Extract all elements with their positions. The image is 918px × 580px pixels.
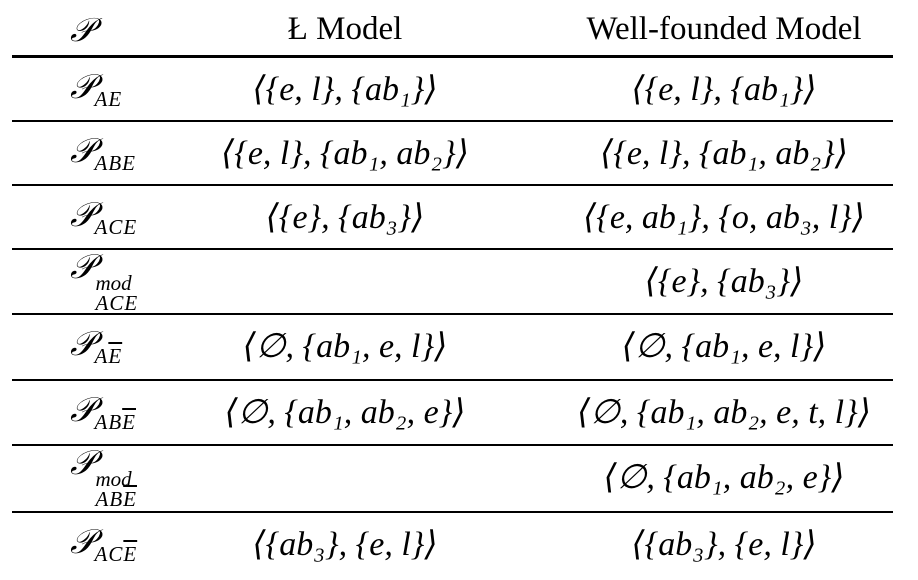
table-row: 𝒫ABE ⟨{e, l}, {ab₁, ab₂}⟩ ⟨{e, l}, {ab₁,…	[12, 122, 893, 186]
program-name: 𝒫AE	[70, 67, 123, 111]
models-table: 𝒫 Ł Model Well-founded Model 𝒫AE ⟨{e, l}…	[12, 0, 893, 565]
wf-model-value: ⟨{e, ab₁}, {o, ab₃, l}⟩	[582, 199, 866, 236]
row-divider	[12, 313, 893, 315]
program-name: 𝒫AE	[70, 324, 123, 368]
top-rule	[12, 55, 893, 58]
row-divider	[12, 444, 893, 446]
wf-model-value: ⟨{e}, {ab₃}⟩	[644, 263, 804, 300]
row-divider	[12, 184, 893, 186]
l-model-value: ⟨{e, l}, {ab₁}⟩	[252, 71, 438, 108]
table-header-row: 𝒫 Ł Model Well-founded Model	[12, 0, 893, 56]
l-model-value: ⟨{e}, {ab₃}⟩	[265, 199, 425, 236]
program-name: 𝒫ABE	[70, 131, 136, 175]
table-row: 𝒫AE ⟨{e, l}, {ab₁}⟩ ⟨{e, l}, {ab₁}⟩	[12, 58, 893, 122]
row-divider	[12, 379, 893, 381]
row-divider	[12, 120, 893, 122]
program-name: 𝒫ACE	[70, 522, 138, 566]
table-row: 𝒫ABE ⟨∅, {ab₁, ab₂, e}⟩ ⟨∅, {ab₁, ab₂, e…	[12, 381, 893, 445]
wf-model-value: ⟨{ab₃}, {e, l}⟩	[631, 526, 817, 563]
wf-model-value: ⟨∅, {ab₁, ab₂, e, t, l}⟩	[577, 394, 871, 431]
l-model-value: ⟨∅, {ab₁, e, l}⟩	[242, 328, 448, 365]
row-divider	[12, 511, 893, 513]
header-program: 𝒫	[70, 10, 94, 49]
l-model-value: ⟨{e, l}, {ab₁, ab₂}⟩	[220, 135, 470, 172]
table-row: 𝒫AE ⟨∅, {ab₁, e, l}⟩ ⟨∅, {ab₁, e, l}⟩	[12, 315, 893, 379]
wf-model-value: ⟨{e, l}, {ab₁}⟩	[631, 71, 817, 108]
program-name: 𝒫ACE	[70, 195, 138, 239]
wf-model-value: ⟨∅, {ab₁, ab₂, e}⟩	[603, 459, 845, 496]
wf-model-value: ⟨∅, {ab₁, e, l}⟩	[621, 328, 827, 365]
header-l-model: Ł Model	[287, 11, 403, 47]
l-model-value: ⟨∅, {ab₁, ab₂, e}⟩	[224, 394, 466, 431]
l-model-value: ⟨{ab₃}, {e, l}⟩	[252, 526, 438, 563]
table-row: 𝒫ACE ⟨{ab₃}, {e, l}⟩ ⟨{ab₃}, {e, l}⟩	[12, 513, 893, 577]
header-wf-model: Well-founded Model	[586, 11, 862, 47]
row-divider	[12, 248, 893, 250]
program-name: 𝒫ABE	[70, 390, 136, 434]
table-row: 𝒫ACE ⟨{e}, {ab₃}⟩ ⟨{e, ab₁}, {o, ab₃, l}…	[12, 186, 893, 250]
wf-model-value: ⟨{e, l}, {ab₁, ab₂}⟩	[599, 135, 849, 172]
